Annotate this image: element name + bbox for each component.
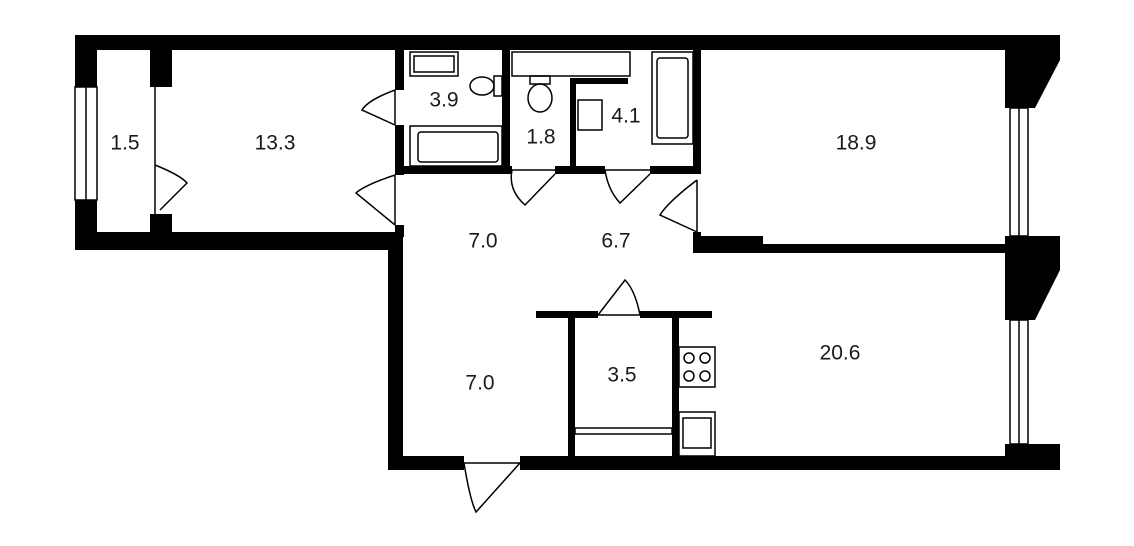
room-area-hall-1: 7.0: [468, 230, 497, 253]
room-area-entrance-hall: 7.0: [465, 372, 494, 395]
room-area-kitchen: 20.6: [820, 342, 861, 365]
outer-walls: [75, 35, 1060, 470]
room-area-bathroom-2: 4.1: [611, 105, 640, 128]
room-area-loggia: 1.5: [110, 132, 139, 155]
interior-walls: [150, 50, 1005, 461]
room-area-storage: 3.5: [607, 364, 636, 387]
room-area-wc: 1.8: [526, 126, 555, 149]
room-area-hall-2: 6.7: [601, 230, 630, 253]
room-area-bathroom-1: 3.9: [429, 89, 458, 112]
windows: [74, 86, 1029, 445]
room-area-bedroom-1: 13.3: [255, 132, 296, 155]
area-labels: 1.5 13.3 3.9 1.8 4.1 18.9 7.0 6.7 7.0 3.…: [110, 89, 876, 395]
fixtures: [409, 51, 716, 457]
doors: [154, 89, 698, 514]
room-area-bedroom-2: 18.9: [836, 132, 877, 155]
